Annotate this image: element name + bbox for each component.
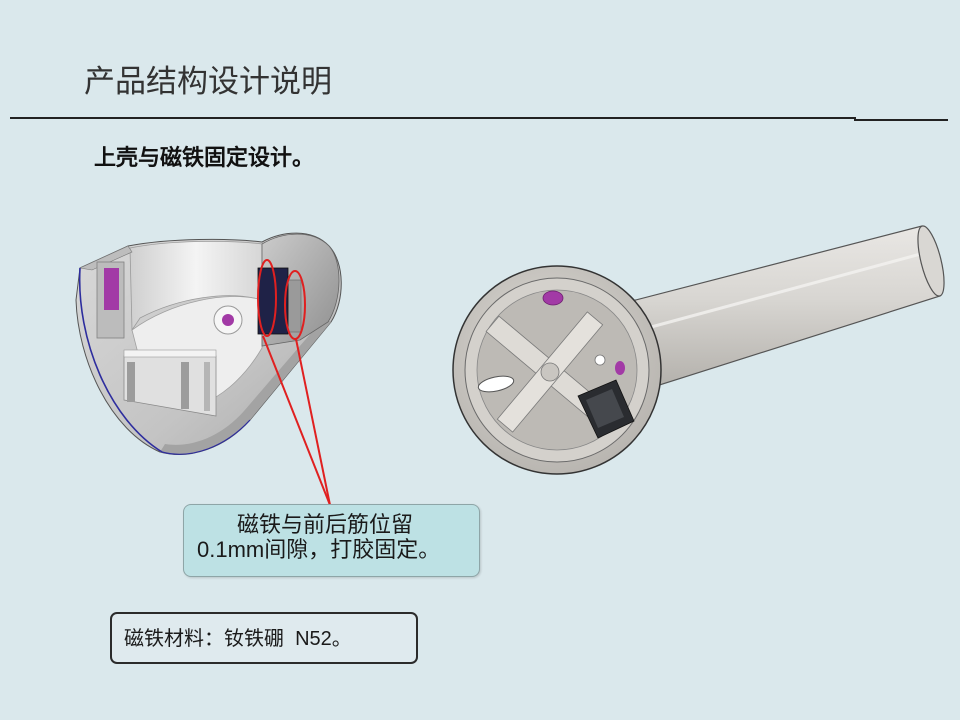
slot-hole <box>477 375 515 393</box>
annotation <box>257 259 331 506</box>
upper-shell-cad-render <box>75 232 342 455</box>
housing-cad-render <box>452 225 945 475</box>
purple-tab-top <box>542 290 564 306</box>
page-title: 产品结构设计说明 <box>84 64 332 99</box>
annotation-ellipse-rear <box>284 270 306 340</box>
material-note-box: 磁铁材料：钕铁硼 N52。 <box>110 612 418 664</box>
material-note: 磁铁材料：钕铁硼 N52。 <box>124 628 352 650</box>
callout-line-1: 磁铁与前后筋位留 <box>237 512 414 537</box>
callout-line-2: 0.1mm间隙，打胶固定。 <box>197 537 441 562</box>
annotation-ellipse-front <box>257 259 277 337</box>
magnet-slot <box>287 279 302 333</box>
tube-end-cap <box>917 225 945 297</box>
leader-line-front <box>262 335 331 506</box>
callout-box: 磁铁与前后筋位留 0.1mm间隙，打胶固定。 <box>183 504 480 577</box>
purple-tab <box>104 268 119 310</box>
section-subtitle: 上壳与磁铁固定设计。 <box>94 145 315 170</box>
leader-line-rear <box>295 338 331 506</box>
purple-tab-right <box>615 361 625 375</box>
